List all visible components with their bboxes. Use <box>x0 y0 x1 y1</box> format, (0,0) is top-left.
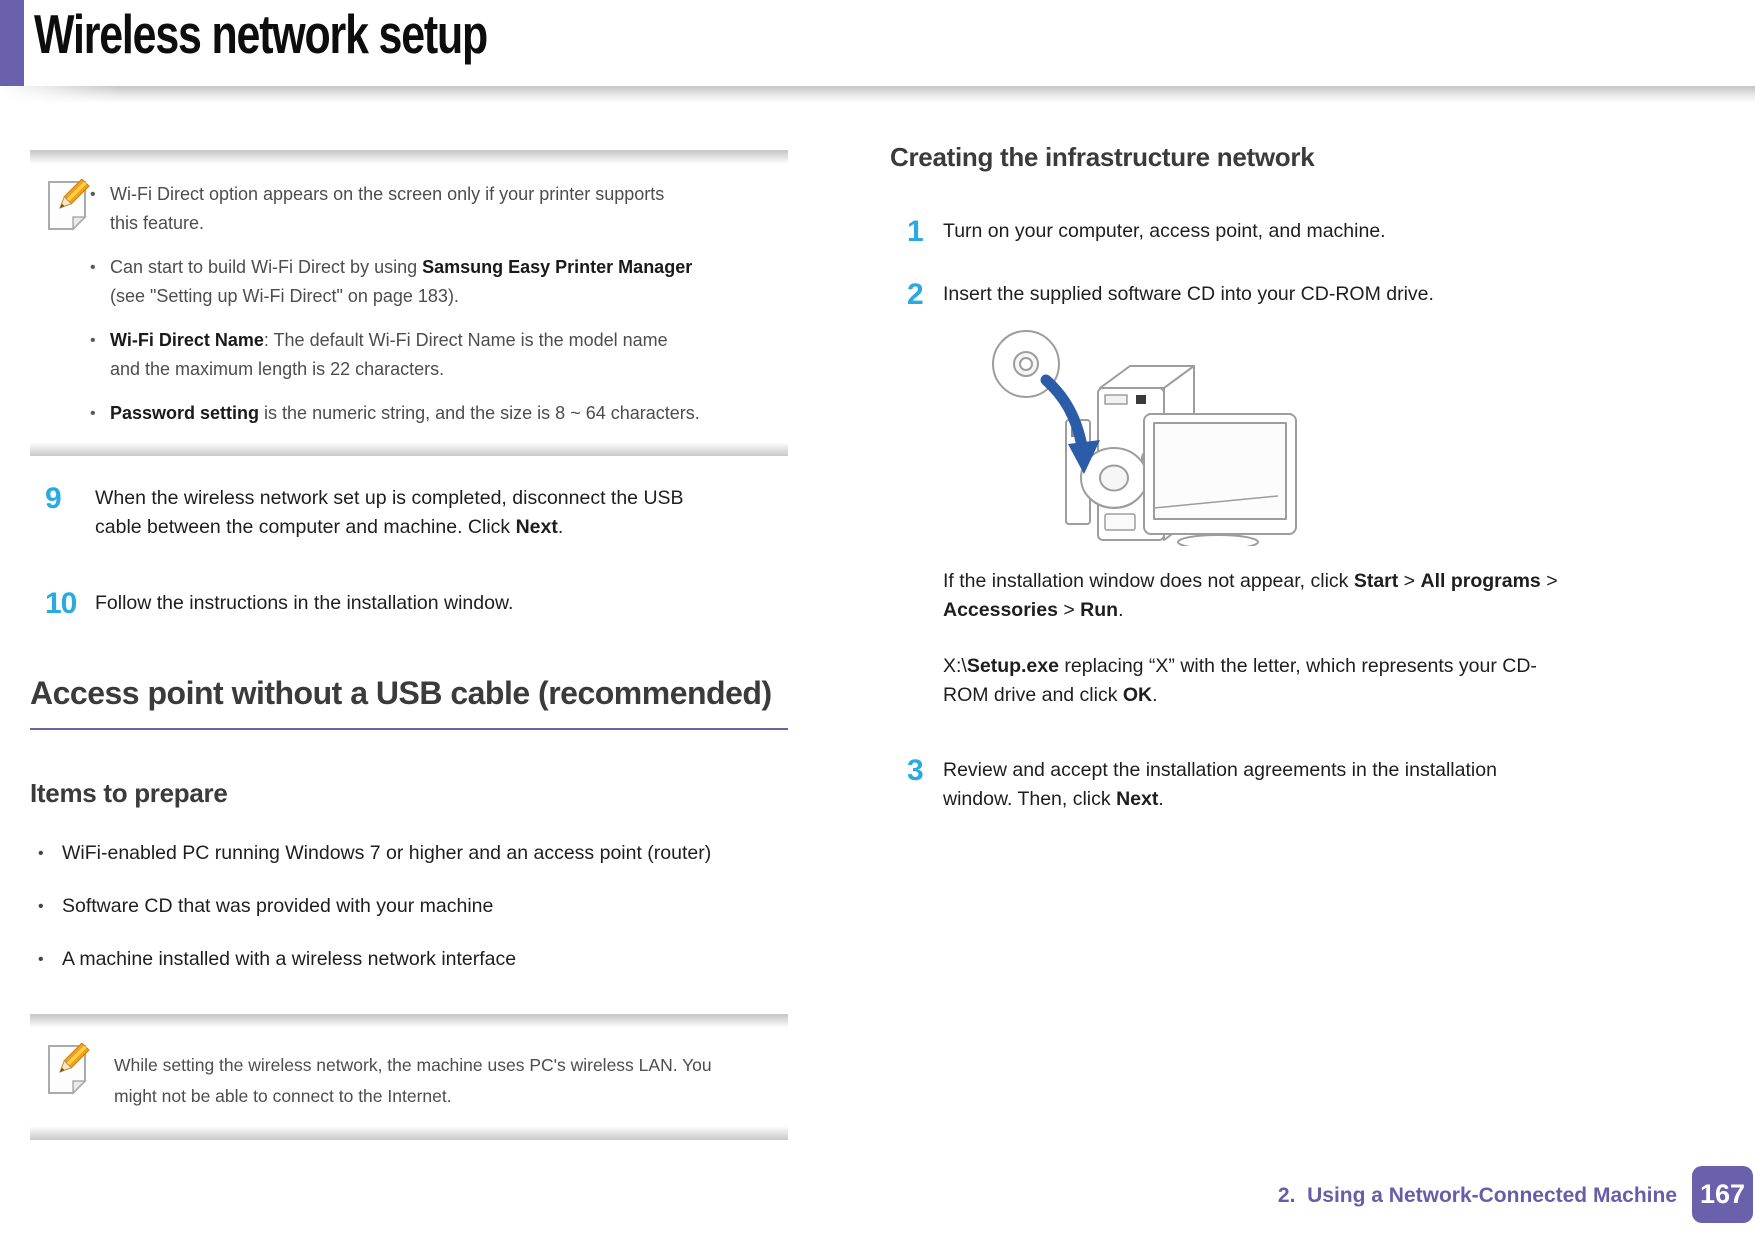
prepare-item: Software CD that was provided with your … <box>30 892 788 921</box>
page-number: 167 <box>1699 1179 1746 1209</box>
note-bullet-list: Wi-Fi Direct option appears on the scree… <box>88 180 788 428</box>
step-2-paragraph-run: If the installation window does not appe… <box>943 570 1558 621</box>
page-title: Wireless network setup <box>34 3 488 65</box>
note-box-wireless-lan: While setting the wireless network, the … <box>30 1014 788 1140</box>
header-shadow-divider <box>0 86 1755 103</box>
step-1: 1 Turn on your computer, access point, a… <box>890 217 1722 247</box>
computer-cd-insert-illustration <box>992 330 1297 550</box>
note-item: Can start to build Wi-Fi Direct by using… <box>88 253 788 311</box>
footer-chapter-title: 2. Using a Network-Connected Machine <box>1277 1184 1677 1207</box>
note-bottom-border <box>30 443 788 456</box>
right-column: Creating the infrastructure network 1 Tu… <box>890 142 1722 814</box>
step-number: 10 <box>45 587 77 620</box>
step-10: 10 Follow the instructions in the instal… <box>30 589 788 619</box>
prepare-item: A machine installed with a wireless netw… <box>30 945 788 974</box>
prepare-item: WiFi-enabled PC running Windows 7 or hig… <box>30 839 788 868</box>
step-9: 9 When the wireless network set up is co… <box>30 484 788 542</box>
step-text: Insert the supplied software CD into you… <box>943 283 1434 305</box>
step-text: When the wireless network set up is comp… <box>95 487 684 538</box>
subheading-creating-infrastructure: Creating the infrastructure network <box>890 142 1315 172</box>
note-box-wifi-direct: Wi-Fi Direct option appears on the scree… <box>30 150 788 456</box>
section-heading-access-point: Access point without a USB cable (recomm… <box>30 675 788 730</box>
step-3: 3 Review and accept the installation agr… <box>890 756 1722 814</box>
page-number-badge: 167 <box>1692 1166 1753 1223</box>
left-column: Wi-Fi Direct option appears on the scree… <box>30 150 788 1140</box>
step-2: 2 Insert the supplied software CD into y… <box>890 280 1722 310</box>
step-number: 3 <box>907 754 924 787</box>
note-top-border <box>30 1014 788 1027</box>
note-pencil-icon <box>48 179 90 231</box>
step-2-paragraph-setup-exe: X:\Setup.exe replacing “X” with the lett… <box>943 655 1537 706</box>
subheading-items-to-prepare: Items to prepare <box>30 778 228 808</box>
note-bottom-border <box>30 1127 788 1140</box>
header-accent-bar <box>0 0 24 96</box>
step-text: Review and accept the installation agree… <box>943 759 1497 810</box>
step-number: 9 <box>45 482 62 515</box>
step-text: Follow the instructions in the installat… <box>95 592 514 614</box>
note-item: Wi-Fi Direct option appears on the scree… <box>88 180 788 238</box>
items-to-prepare-list: WiFi-enabled PC running Windows 7 or hig… <box>30 839 788 974</box>
note-top-border <box>30 150 788 163</box>
note-pencil-icon <box>48 1043 90 1095</box>
note-text: While setting the wireless network, the … <box>114 1055 712 1106</box>
insert-arrow-icon <box>1040 374 1100 474</box>
note-item: Wi-Fi Direct Name: The default Wi-Fi Dir… <box>88 326 788 384</box>
step-number: 2 <box>907 278 924 311</box>
note-item: Password setting is the numeric string, … <box>88 399 788 428</box>
step-text: Turn on your computer, access point, and… <box>943 220 1386 242</box>
step-number: 1 <box>907 215 924 248</box>
